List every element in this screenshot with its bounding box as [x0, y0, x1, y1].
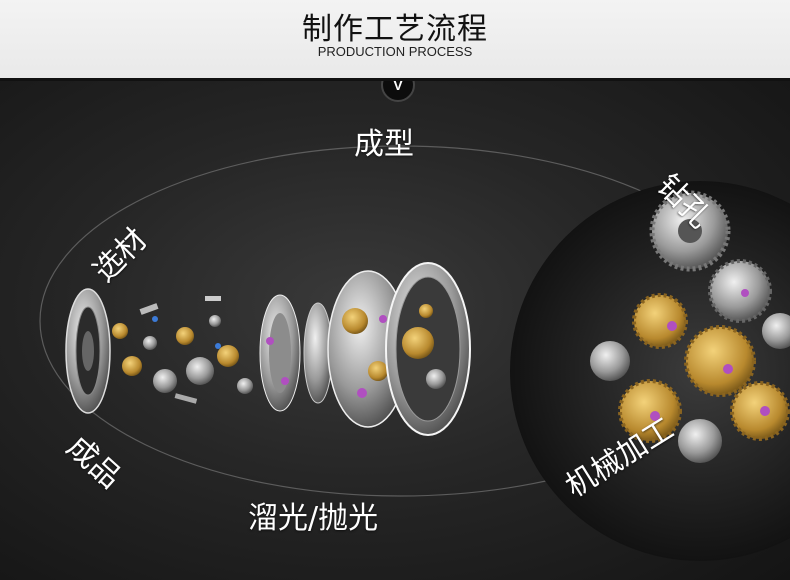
process-stage: V 成型 钻孔 选材 机械加工 成品 溜光/抛光: [0, 81, 790, 580]
page-title: 制作工艺流程: [302, 12, 488, 47]
header-banner: 制作工艺流程 PRODUCTION PROCESS: [0, 0, 790, 78]
exploded-movement: [65, 262, 471, 436]
step-forming: 成型: [354, 127, 414, 162]
page-subtitle: PRODUCTION PROCESS: [317, 44, 473, 59]
header-divider: [0, 78, 790, 81]
step-polishing: 溜光/抛光: [248, 501, 379, 536]
assembled-movement: [510, 181, 790, 561]
movement-illustration: [39, 145, 790, 561]
